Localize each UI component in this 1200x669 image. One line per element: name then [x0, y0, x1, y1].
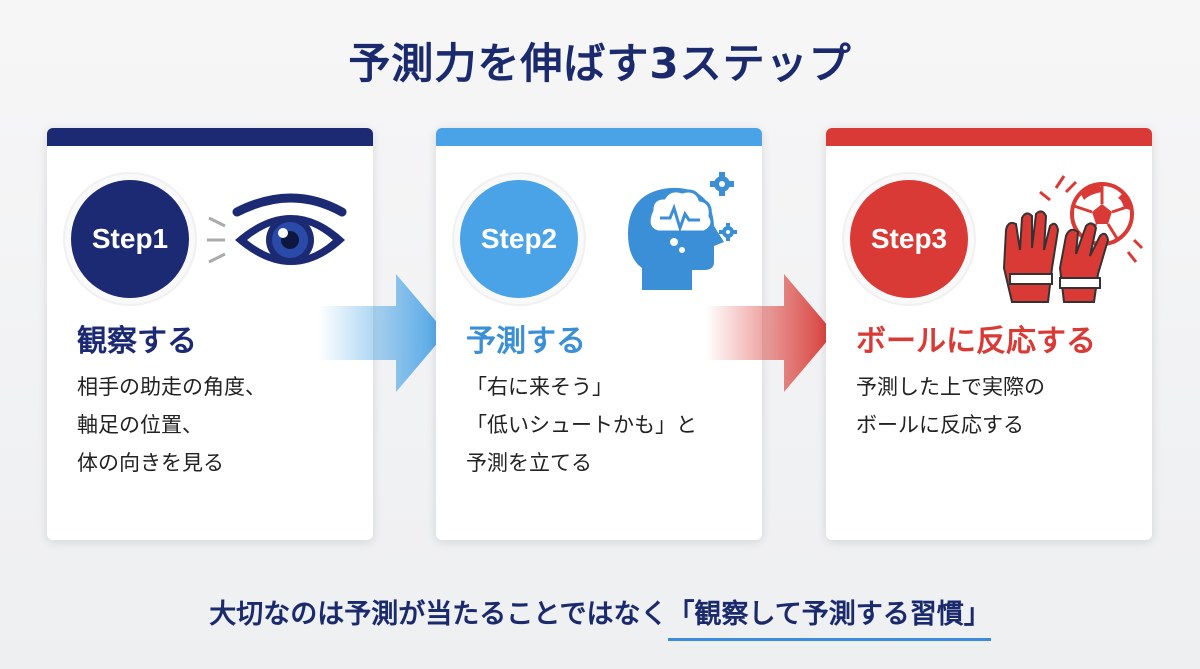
- card-top-bar: [47, 128, 373, 146]
- desc-line: 予測した上で実際の: [856, 375, 1045, 399]
- brain-head-icon: [622, 170, 742, 304]
- highlight-underline: [667, 638, 991, 641]
- card-top-bar: [436, 128, 762, 146]
- arrow-right-icon: [706, 274, 836, 396]
- bottom-text: 大切なのは予測が当たることではなく: [209, 599, 668, 630]
- desc-line: 予測を立てる: [466, 451, 592, 475]
- step-badge: Step1: [71, 180, 189, 298]
- step-badge: Step3: [850, 180, 968, 298]
- desc-line: 「低いシュートかも」と: [466, 413, 697, 437]
- desc-line: 相手の助走の角度、: [77, 375, 266, 399]
- step-heading: 予測する: [466, 324, 586, 359]
- desc-line: 体の向きを見る: [77, 451, 224, 475]
- step-description: 「右に来そう」 「低いシュートかも」と 予測を立てる: [466, 368, 697, 482]
- step-card-3: Step3 ボールに反応する 予測した上で実際の ボー: [826, 128, 1152, 540]
- goalkeeper-gloves-ball-icon: [994, 170, 1144, 314]
- step-description: 予測した上で実際の ボールに反応する: [856, 368, 1045, 444]
- arrow-right-icon: [318, 274, 448, 396]
- bottom-highlight: 「観察して予測する習慣」: [667, 592, 991, 641]
- desc-line: 「右に来そう」: [466, 375, 613, 399]
- bottom-highlight-text: 「観察して予測する習慣」: [667, 599, 991, 630]
- desc-line: ボールに反応する: [856, 413, 1024, 437]
- card-top-bar: [826, 128, 1152, 146]
- step-description: 相手の助走の角度、 軸足の位置、 体の向きを見る: [77, 368, 266, 482]
- bottom-message: 大切なのは予測が当たることではなく「観察して予測する習慣」: [0, 592, 1200, 641]
- eye-icon: [207, 190, 347, 284]
- page-title: 予測力を伸ばす3ステップ: [348, 39, 852, 88]
- step-heading: ボールに反応する: [856, 324, 1096, 359]
- step-badge: Step2: [460, 180, 578, 298]
- desc-line: 軸足の位置、: [77, 413, 203, 437]
- step-heading: 観察する: [77, 324, 197, 359]
